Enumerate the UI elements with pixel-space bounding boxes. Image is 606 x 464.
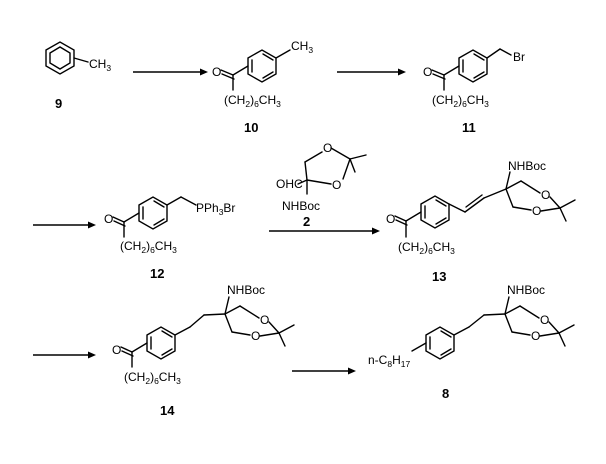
compound-12: PPh3Br O (CH2)6CH3 12 bbox=[104, 196, 235, 281]
ring-oxygen-2: O bbox=[332, 178, 341, 192]
compound-number-2: 2 bbox=[303, 214, 310, 229]
reaction-arrow bbox=[33, 221, 96, 229]
benzene-ring bbox=[138, 196, 168, 230]
heptyl-chain-label: (CH2)6CH3 bbox=[224, 93, 281, 109]
ring-oxygen-1: O bbox=[540, 313, 549, 327]
benzene-ring bbox=[247, 49, 277, 83]
compound-14: NHBoc O O O (CH2)6CH3 14 bbox=[112, 283, 295, 418]
compound-10: CH3 O (CH2)6CH3 10 bbox=[212, 39, 313, 135]
benzene-ring bbox=[458, 49, 488, 83]
compound-8: NHBoc O O n-C8H17 8 bbox=[368, 283, 575, 401]
nhboc-label: NHBoc bbox=[282, 199, 320, 213]
reaction-arrow bbox=[133, 68, 208, 76]
methyl-label: CH3 bbox=[291, 39, 313, 55]
ring-oxygen-2: O bbox=[531, 329, 540, 343]
carbonyl-oxygen: O bbox=[112, 343, 121, 357]
compound-number-13: 13 bbox=[432, 269, 446, 284]
carbonyl-oxygen: O bbox=[386, 212, 395, 226]
aromatic-inner-ring bbox=[49, 46, 71, 70]
nhboc-label: NHBoc bbox=[227, 283, 265, 297]
ring-oxygen-1: O bbox=[323, 141, 332, 155]
reaction-arrow bbox=[33, 351, 96, 359]
benzene-ring bbox=[425, 326, 455, 360]
ring-oxygen-1: O bbox=[541, 188, 550, 202]
reagent-2: OHC O O NHBoc 2 bbox=[276, 141, 367, 229]
reaction-arrow bbox=[292, 367, 356, 375]
heptyl-chain-label: (CH2)6CH3 bbox=[432, 93, 489, 109]
heptyl-chain-label: (CH2)6CH3 bbox=[398, 240, 455, 256]
carbonyl-oxygen: O bbox=[212, 65, 221, 79]
bromo-label: Br bbox=[513, 50, 525, 64]
nhboc-label: NHBoc bbox=[507, 283, 545, 297]
benzene-ring bbox=[45, 41, 75, 75]
heptyl-chain-label: (CH2)6CH3 bbox=[120, 239, 177, 255]
aldehyde-label: OHC bbox=[276, 177, 303, 191]
benzene-ring bbox=[420, 195, 450, 229]
octyl-chain-label: n-C8H17 bbox=[368, 353, 410, 369]
carbonyl-oxygen: O bbox=[104, 212, 113, 226]
compound-11: Br O (CH2)6CH3 11 bbox=[423, 48, 525, 135]
compound-number-12: 12 bbox=[150, 266, 164, 281]
methyl-label: CH3 bbox=[89, 57, 111, 73]
reaction-arrow bbox=[337, 68, 406, 76]
phosphonium-label: PPh3Br bbox=[196, 201, 235, 217]
reaction-arrow bbox=[269, 227, 380, 235]
compound-number-11: 11 bbox=[462, 120, 476, 135]
compound-9: CH3 9 bbox=[45, 41, 111, 111]
ring-oxygen-2: O bbox=[532, 204, 541, 218]
compound-number-10: 10 bbox=[244, 120, 258, 135]
ring-oxygen-1: O bbox=[260, 313, 269, 327]
compound-number-9: 9 bbox=[55, 96, 62, 111]
compound-number-14: 14 bbox=[160, 403, 175, 418]
nhboc-label: NHBoc bbox=[508, 159, 546, 173]
ring-oxygen-2: O bbox=[251, 329, 260, 343]
compound-number-8: 8 bbox=[442, 386, 449, 401]
benzene-ring bbox=[146, 326, 176, 360]
heptyl-chain-label: (CH2)6CH3 bbox=[124, 370, 181, 386]
carbonyl-oxygen: O bbox=[423, 65, 432, 79]
compound-13: NHBoc O O O (CH2)6CH3 13 bbox=[386, 159, 576, 284]
